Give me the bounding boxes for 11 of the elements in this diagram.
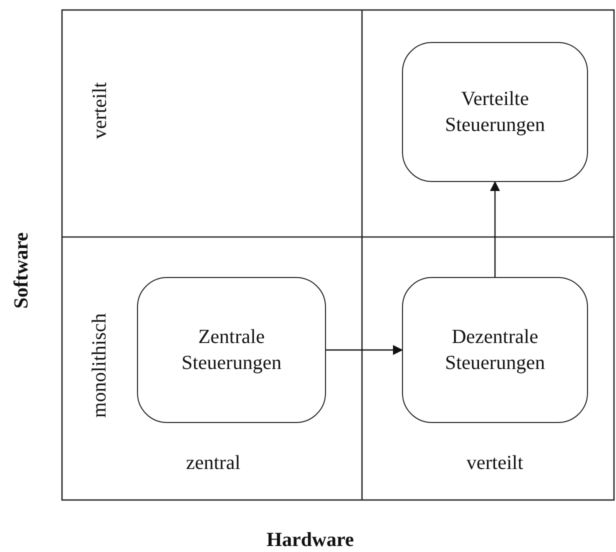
axis-label: zentral [186,452,240,474]
rounded-box: Zentrale Steuerungen [137,277,326,423]
axis-title: Software [10,232,34,308]
rounded-box: Dezentrale Steuerungen [402,277,588,423]
arrow [326,345,403,355]
axis-title: Hardware [266,528,354,552]
axis-label: verteilt [466,452,524,474]
axis-label: monolithisch [88,312,112,418]
axis-label: verteilt [88,82,112,138]
arrow [490,181,500,277]
rounded-box: Verteilte Steuerungen [402,42,588,182]
